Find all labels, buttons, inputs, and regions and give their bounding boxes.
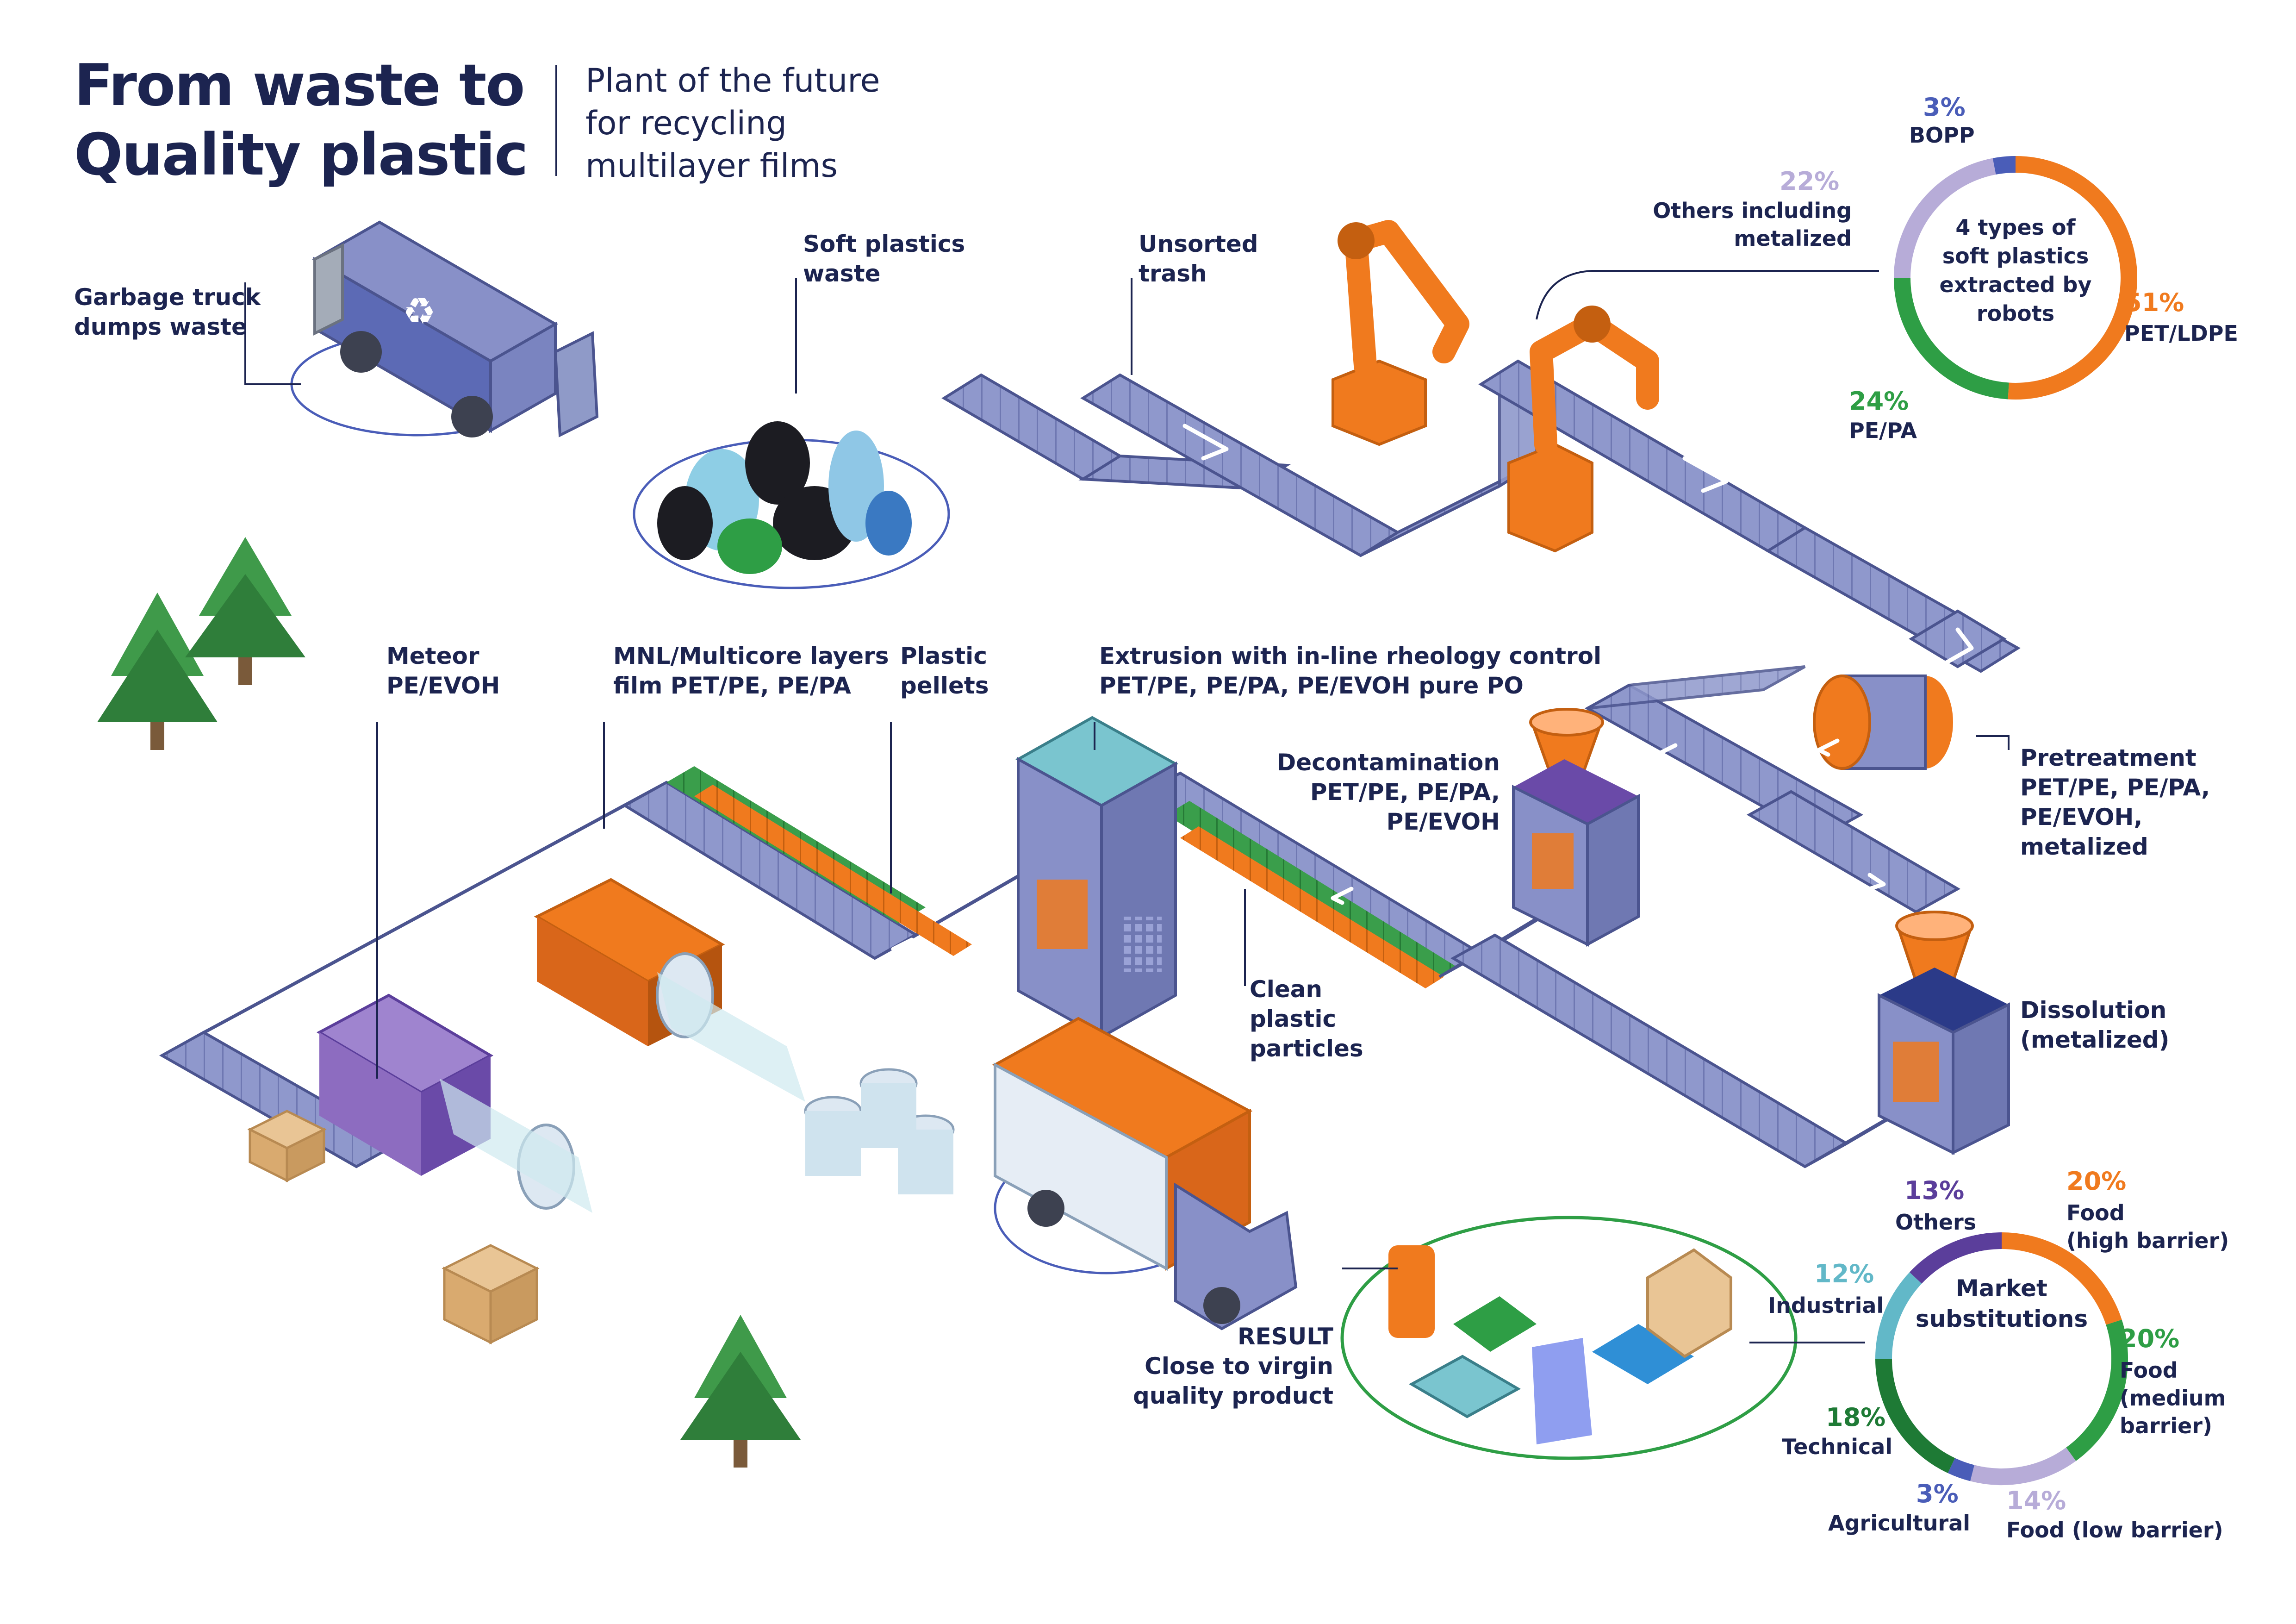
robots-donut-segment-2 [1894, 158, 1996, 278]
label-extrusion: Extrusion with in-line rheology control … [1099, 643, 1602, 699]
robots-pct-others: 22% [1780, 167, 1840, 196]
subtitle-line-3: multilayer films [585, 147, 838, 185]
title-line-2: Quality plastic [74, 122, 529, 188]
pretreatment-drum [1813, 675, 1953, 770]
tree-3 [680, 1315, 801, 1468]
robots-donut-segment-1 [1894, 277, 2009, 400]
market-pct-others: 13% [1904, 1176, 1965, 1205]
flow-arrows [493, 424, 1974, 956]
market-pct-industrial: 12% [1814, 1259, 1874, 1288]
market-pct-food-low: 14% [2006, 1486, 2066, 1515]
robots-donut [1894, 156, 2137, 400]
label-clean-particles: Clean plastic particles [1250, 976, 1363, 1062]
market-label-agricultural: Agricultural [1828, 1511, 1970, 1536]
market-label-others: Others [1895, 1210, 1977, 1235]
page-subtitle: Plant of the future for recycling multil… [585, 59, 880, 187]
market-label-food-medium: Food (medium barrier) [2120, 1358, 2226, 1438]
label-soft-plastics-waste: Soft plastics waste [803, 231, 965, 287]
robots-label-pe-pa: PE/PA [1849, 418, 1917, 443]
subtitle-line-2: for recycling [585, 104, 787, 142]
robots-donut-segment-0 [2008, 156, 2137, 400]
label-dissolution: Dissolution (metalized) [2020, 997, 2170, 1053]
market-label-food-high: Food (high barrier) [2066, 1200, 2229, 1253]
meteor-machine [316, 993, 592, 1213]
sorting-robot-1 [1332, 220, 1469, 446]
mnl-film-machine [534, 878, 805, 1102]
robots-donut-center-label: 4 types of soft plastics extracted by ro… [1939, 215, 2092, 326]
robots-pct-pet-ldpe: 51% [2124, 288, 2184, 317]
robots-pct-bopp: 3% [1923, 93, 1966, 122]
tree-1 [97, 593, 218, 750]
waste-pile [657, 421, 912, 574]
market-pct-agricultural: 3% [1916, 1479, 1959, 1508]
decontamination-machine [1512, 708, 1640, 947]
robots-label-others: Others including metalized [1653, 198, 1852, 251]
result-products [1388, 1245, 1732, 1444]
title-divider [555, 65, 557, 176]
market-label-technical: Technical [1782, 1434, 1893, 1459]
garbage-truck: ♻ [311, 220, 599, 437]
title-line-1: From waste to [74, 52, 525, 119]
label-mnl-film: MNL/Multicore layers film PET/PE, PE/PA [613, 643, 889, 699]
result-platform [1340, 1216, 1798, 1460]
market-donut-segment-4 [1875, 1358, 1955, 1474]
label-decontamination: Decontamination PET/PE, PE/PA, PE/EVOH [1276, 749, 1500, 835]
market-donut-segment-3 [1948, 1458, 1975, 1481]
market-donut-segment-1 [2066, 1319, 2128, 1461]
upper-conveyor [941, 359, 2021, 914]
market-pct-technical: 18% [1826, 1403, 1886, 1432]
page-title: From waste to Quality plastic [74, 51, 529, 190]
dissolution-machine [1878, 911, 2010, 1155]
robots-label-pet-ldpe: PET/LDPE [2124, 321, 2238, 346]
market-donut-segment-5 [1875, 1272, 1922, 1359]
robots-pct-pe-pa: 24% [1849, 387, 1909, 416]
pallet-boxes [247, 1110, 540, 1345]
robots-label-bopp: BOPP [1909, 123, 1975, 148]
robots-donut-segment-3 [1992, 156, 2016, 175]
label-garbage-truck: Garbage truck dumps waste [74, 284, 261, 340]
label-plastic-pellets: Plastic pellets [900, 643, 989, 699]
label-result: RESULT Close to virgin quality product [1132, 1323, 1333, 1409]
market-donut-segment-0 [2001, 1232, 2122, 1325]
tree-2 [185, 537, 305, 685]
label-meteor: Meteor PE/EVOH [386, 643, 500, 699]
film-rolls [804, 1068, 955, 1194]
label-pretreatment: Pretreatment PET/PE, PE/PA, PE/EVOH, met… [2020, 744, 2210, 860]
market-donut-segment-2 [1970, 1447, 2076, 1485]
svg-text:♻: ♻ [403, 290, 436, 333]
market-label-industrial: Industrial [1768, 1293, 1884, 1318]
market-donut-center-label: Market substitutions [1915, 1275, 2088, 1332]
market-pct-food-medium: 20% [2120, 1324, 2180, 1353]
sorting-robot-2 [1507, 306, 1659, 553]
market-pct-food-high: 20% [2066, 1167, 2127, 1196]
delivery-truck [992, 1017, 1298, 1330]
extrusion-machine [1015, 716, 1179, 1040]
label-unsorted-trash: Unsorted trash [1139, 231, 1258, 287]
market-donut [1875, 1232, 2128, 1485]
market-donut-segment-6 [1909, 1232, 2002, 1284]
subtitle-line-1: Plant of the future [585, 62, 880, 100]
leader-lines [244, 270, 2010, 1343]
market-label-food-low: Food (low barrier) [2006, 1518, 2223, 1543]
lower-conveyor [159, 766, 1959, 1168]
